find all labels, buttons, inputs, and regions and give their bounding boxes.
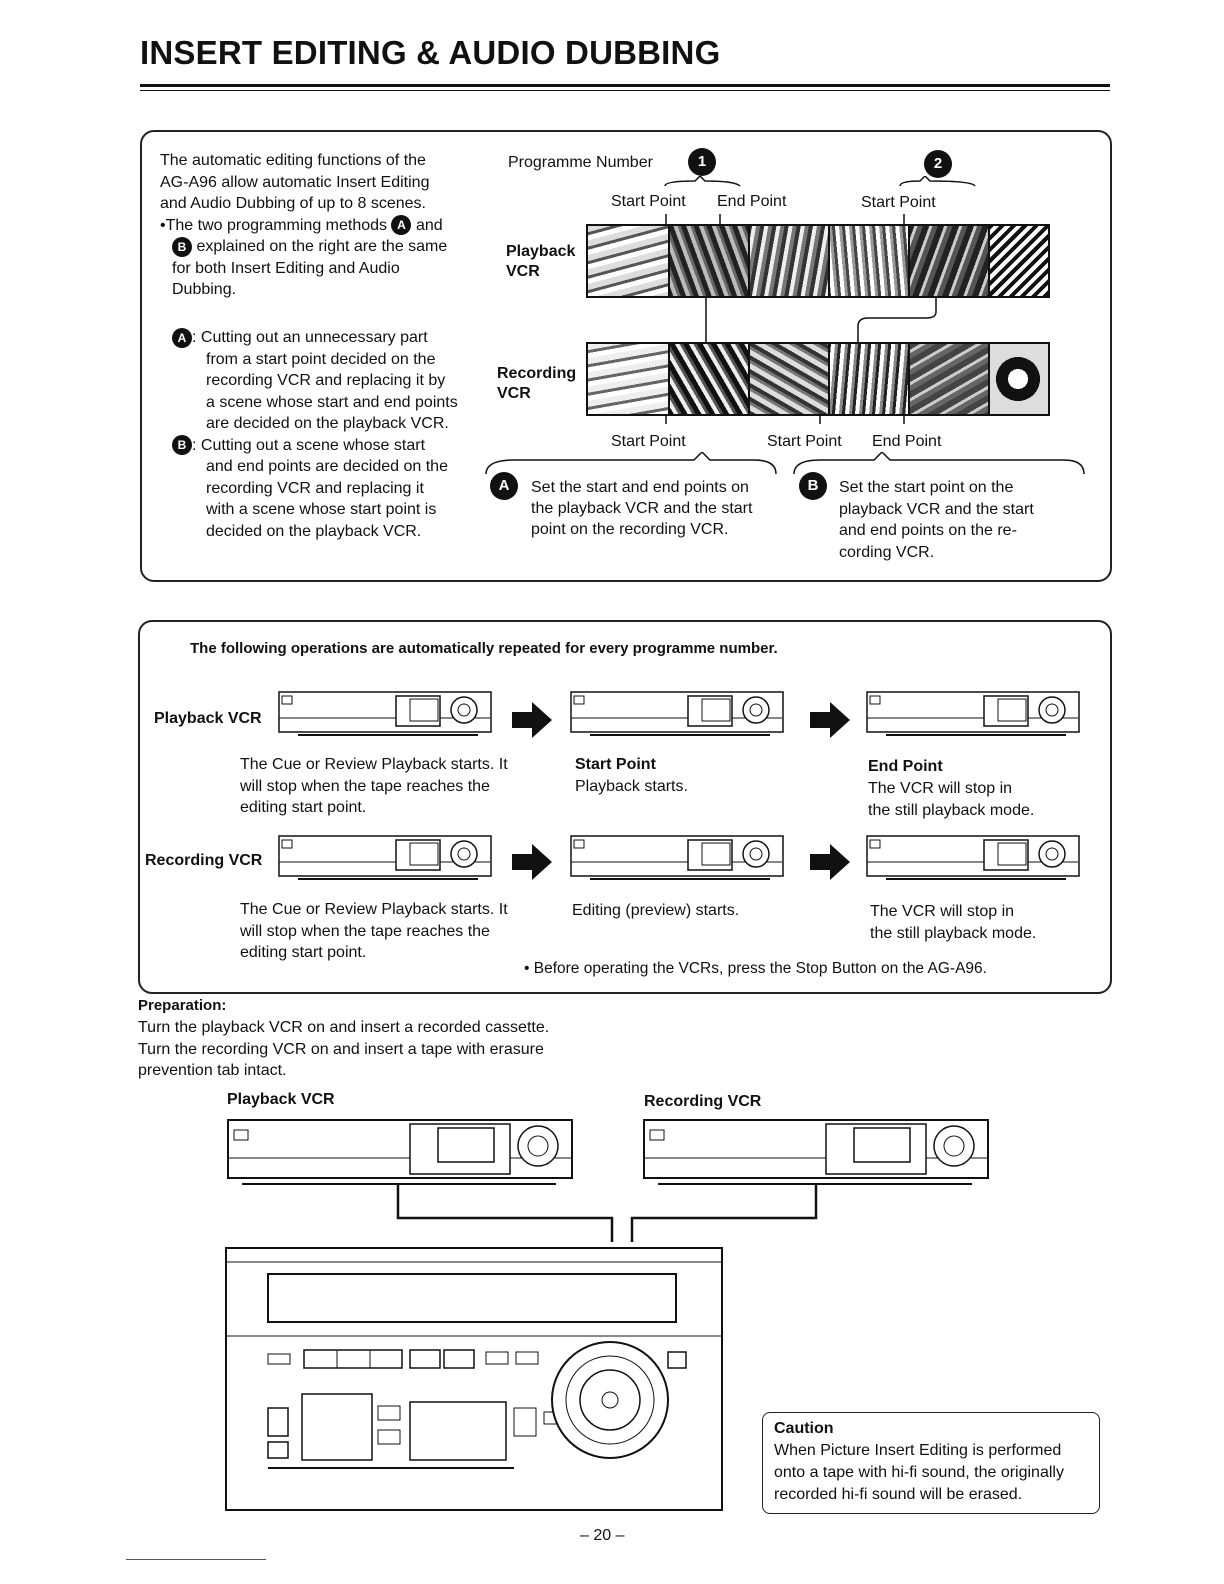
footer-rule xyxy=(126,1559,266,1560)
marker-a-icon: A xyxy=(391,215,412,236)
marker-b-icon: B xyxy=(172,236,192,257)
marker-b-icon: B xyxy=(799,472,827,500)
playback-vcr-illustration xyxy=(227,1119,573,1185)
vcr-icon xyxy=(570,835,784,880)
film-frame xyxy=(748,344,828,414)
vcr-icon xyxy=(278,835,492,880)
film-frame xyxy=(828,344,908,414)
film-frame xyxy=(588,226,668,296)
overview-box xyxy=(140,130,1112,582)
playback-step-3: End Point The VCR will stop in the still… xyxy=(868,758,1035,819)
page-title: INSERT EDITING & AUDIO DUBBING xyxy=(140,34,721,71)
editing-controller xyxy=(225,1247,723,1511)
film-frame xyxy=(748,226,828,296)
intro-line: and Audio Dubbing of up to 8 scenes. xyxy=(160,195,426,212)
method-a-text: A: Cutting out an unnecessary part from … xyxy=(172,327,482,542)
intro-text: The automatic editing functions of the A… xyxy=(160,150,480,301)
film-frame xyxy=(988,226,1048,296)
film-frame xyxy=(828,226,908,296)
preparation-text: Turn the playback VCR on and insert a re… xyxy=(138,1019,550,1079)
operations-heading: The following operations are automatical… xyxy=(190,640,778,657)
playback-film-strip xyxy=(586,224,1050,298)
caution-text: Caution When Picture Insert Editing is p… xyxy=(774,1420,1064,1503)
marker-a-icon: A xyxy=(172,327,192,348)
playback-vcr-label: Playback VCR xyxy=(227,1091,335,1108)
programme-2-badge: 2 xyxy=(924,150,952,178)
film-frame xyxy=(668,344,748,414)
end-point-label: End Point xyxy=(717,193,787,210)
programme-brackets xyxy=(664,176,976,187)
recording-vcr-label: Recording VCR xyxy=(497,365,577,402)
marker-a-icon: A xyxy=(490,472,518,500)
recording-step-2: Editing (preview) starts. xyxy=(572,902,740,919)
vcr-icon xyxy=(866,835,1080,880)
bullet-line: Dubbing. xyxy=(172,281,237,298)
caution-box xyxy=(762,1412,1100,1514)
intro-line: AG-A96 allow automatic Insert Editing xyxy=(160,173,430,191)
film-frame xyxy=(668,226,748,296)
bullet-line: for both Insert Editing and Audio xyxy=(172,259,400,277)
marker-b-icon: B xyxy=(172,435,192,456)
vcr-icon xyxy=(278,691,492,736)
operations-note: • Before operating the VCRs, press the S… xyxy=(524,960,987,977)
recording-step-3: The VCR will stop in the still playback … xyxy=(870,903,1037,942)
operations-box xyxy=(138,620,1112,994)
film-frame xyxy=(588,344,668,414)
start-point-label: Start Point xyxy=(611,433,686,450)
connection-cables xyxy=(396,1184,818,1242)
start-point-label: Start Point xyxy=(861,194,936,211)
vcr-icon xyxy=(866,691,1080,736)
film-frame xyxy=(988,344,1048,414)
arrow-right-icon xyxy=(810,702,850,738)
start-point-label: Start Point xyxy=(767,433,842,450)
scene-transfer-lines xyxy=(665,214,937,424)
intro-line: The automatic editing functions of the xyxy=(160,152,426,169)
title-rule-thin xyxy=(140,90,1110,91)
end-point-label: End Point xyxy=(872,433,942,450)
programme-number-label: Programme Number xyxy=(508,154,653,171)
start-point-label: Start Point xyxy=(611,193,686,210)
programme-1-badge: 1 xyxy=(688,148,716,176)
note-a: Set the start and end points on the play… xyxy=(531,479,753,538)
arrow-right-icon xyxy=(810,844,850,880)
recording-step-1: The Cue or Review Playback starts. It wi… xyxy=(240,901,508,961)
playback-vcr-label: Playback VCR xyxy=(154,710,262,727)
recording-vcr-label: Recording VCR xyxy=(644,1093,762,1110)
arrow-right-icon xyxy=(512,702,552,738)
method-brackets xyxy=(485,452,1085,475)
arrow-right-icon xyxy=(512,844,552,880)
bullet-line: •The two programming methods A and xyxy=(160,215,443,236)
film-frame xyxy=(908,344,988,414)
recording-film-strip xyxy=(586,342,1050,416)
playback-step-2: Start Point Playback starts. xyxy=(575,756,688,795)
bullet-line: B explained on the right are the same xyxy=(160,236,480,258)
page-number: – 20 – xyxy=(580,1527,625,1544)
vcr-icon xyxy=(570,691,784,736)
recording-vcr-label: Recording VCR xyxy=(145,852,263,869)
recording-vcr-illustration xyxy=(643,1119,989,1185)
preparation-heading: Preparation: xyxy=(138,997,227,1014)
note-b: Set the start point on the playback VCR … xyxy=(839,479,1034,561)
playback-step-1: The Cue or Review Playback starts. It wi… xyxy=(240,756,508,816)
playback-vcr-label: Playback VCR xyxy=(506,243,576,280)
title-rule xyxy=(140,84,1110,87)
film-frame xyxy=(908,226,988,296)
